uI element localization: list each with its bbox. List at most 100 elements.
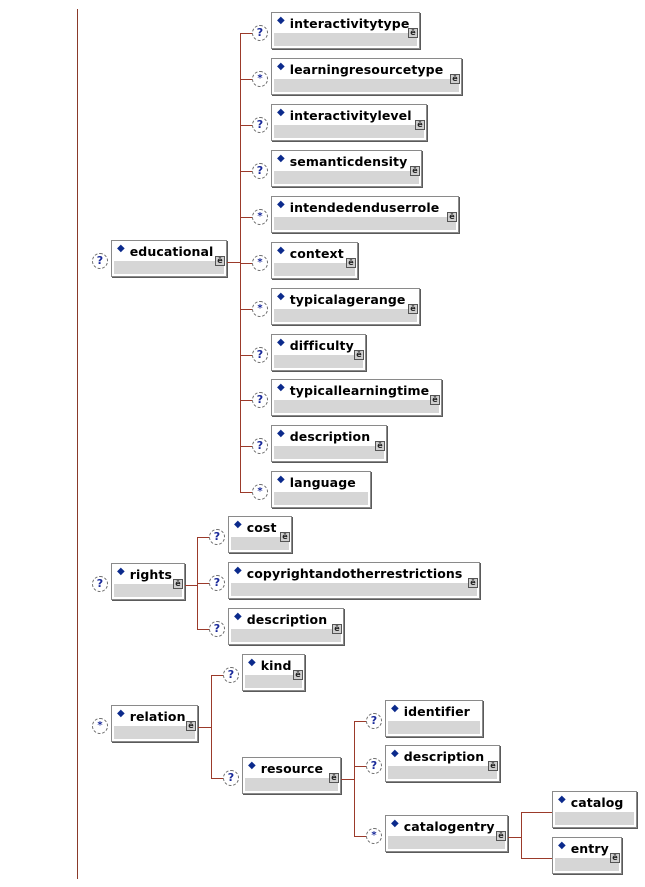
expand-icon[interactable]: ẽ: [173, 579, 183, 589]
node-label: relation: [129, 708, 186, 724]
node-body: [274, 125, 424, 138]
expand-icon[interactable]: ẽ: [415, 120, 425, 130]
element-diamond-icon: ◆: [277, 106, 285, 118]
node-label: rights: [129, 566, 173, 582]
node-header: ◆semanticdensity: [272, 151, 421, 171]
optional-cardinality-icon: ?: [366, 757, 382, 774]
node-label: resource: [260, 760, 324, 776]
connector-line: [240, 354, 252, 356]
element-diamond-icon: ◆: [117, 707, 125, 719]
element-diamond-icon: ◆: [234, 518, 242, 530]
node-header: ◆typicallearningtime: [272, 380, 441, 400]
element-diamond-icon: ◆: [277, 473, 285, 485]
expand-icon[interactable]: ẽ: [375, 441, 385, 451]
node-header: ◆kind: [243, 655, 304, 675]
expand-icon[interactable]: ẽ: [215, 256, 225, 266]
expand-icon[interactable]: ẽ: [410, 166, 420, 176]
expand-icon[interactable]: ẽ: [408, 28, 418, 38]
connector-line: [240, 170, 252, 172]
connector-line: [197, 536, 209, 538]
schema-node-catalog[interactable]: ◆catalog: [552, 791, 637, 828]
expand-icon[interactable]: ẽ: [346, 258, 356, 268]
connector-line: [197, 582, 209, 584]
expand-icon[interactable]: ẽ: [329, 773, 339, 783]
element-diamond-icon: ◆: [391, 702, 399, 714]
expand-icon[interactable]: ẽ: [430, 395, 440, 405]
expand-icon[interactable]: ẽ: [496, 831, 506, 841]
expand-icon[interactable]: ẽ: [354, 350, 364, 360]
repeating-cardinality-icon: *: [366, 827, 382, 844]
expand-icon[interactable]: ẽ: [468, 578, 478, 588]
repeating-cardinality-icon: *: [252, 254, 268, 271]
connector-line: [227, 262, 240, 263]
node-header: ◆copyrightandotherrestrictions: [229, 563, 479, 583]
node-body: [274, 171, 419, 184]
optional-cardinality-icon: ?: [223, 666, 239, 683]
node-label: entry: [570, 840, 609, 856]
node-body: [231, 629, 341, 642]
connector-line: [185, 585, 197, 586]
expand-icon[interactable]: ẽ: [280, 532, 290, 542]
connector-line: [354, 765, 366, 767]
expand-icon[interactable]: ẽ: [332, 624, 342, 634]
node-body: [555, 812, 634, 825]
node-header: ◆ interactivitytype: [272, 13, 419, 33]
node-label: interactivitytype: [289, 15, 410, 31]
node-header: ◆typicalagerange: [272, 289, 419, 309]
element-diamond-icon: ◆: [234, 564, 242, 576]
node-label: difficulty: [289, 337, 354, 353]
expand-icon[interactable]: ẽ: [186, 721, 196, 731]
element-diamond-icon: ◆: [277, 14, 285, 26]
node-body: [231, 537, 289, 550]
node-body: [231, 583, 477, 596]
node-header: ◆description: [272, 426, 386, 446]
connector-line: [198, 727, 211, 728]
schema-node-language[interactable]: ◆language: [271, 471, 371, 508]
schema-node-identifier[interactable]: ◆identifier: [385, 700, 483, 737]
expand-icon[interactable]: ẽ: [293, 670, 303, 680]
expand-icon[interactable]: ẽ: [408, 304, 418, 314]
expand-icon[interactable]: ẽ: [610, 853, 620, 863]
node-header: ◆ rights: [112, 564, 184, 584]
node-label: context: [289, 245, 344, 261]
expand-icon[interactable]: ẽ: [488, 761, 498, 771]
expand-icon[interactable]: ẽ: [447, 212, 457, 222]
node-body: [274, 263, 355, 276]
optional-cardinality-icon: ?: [223, 769, 239, 786]
connector-line: [354, 720, 366, 722]
element-diamond-icon: ◆: [234, 610, 242, 622]
node-body: [555, 858, 619, 871]
node-label: description: [403, 748, 485, 764]
element-diamond-icon: ◆: [117, 565, 125, 577]
expand-icon[interactable]: ẽ: [450, 74, 460, 84]
node-body: [274, 355, 363, 368]
node-header: ◆intendedenduserrole: [272, 197, 458, 217]
connector-line: [211, 674, 212, 779]
element-diamond-icon: ◆: [277, 152, 285, 164]
connector-line: [240, 124, 252, 126]
node-body: [388, 836, 505, 849]
node-body: [274, 446, 384, 459]
